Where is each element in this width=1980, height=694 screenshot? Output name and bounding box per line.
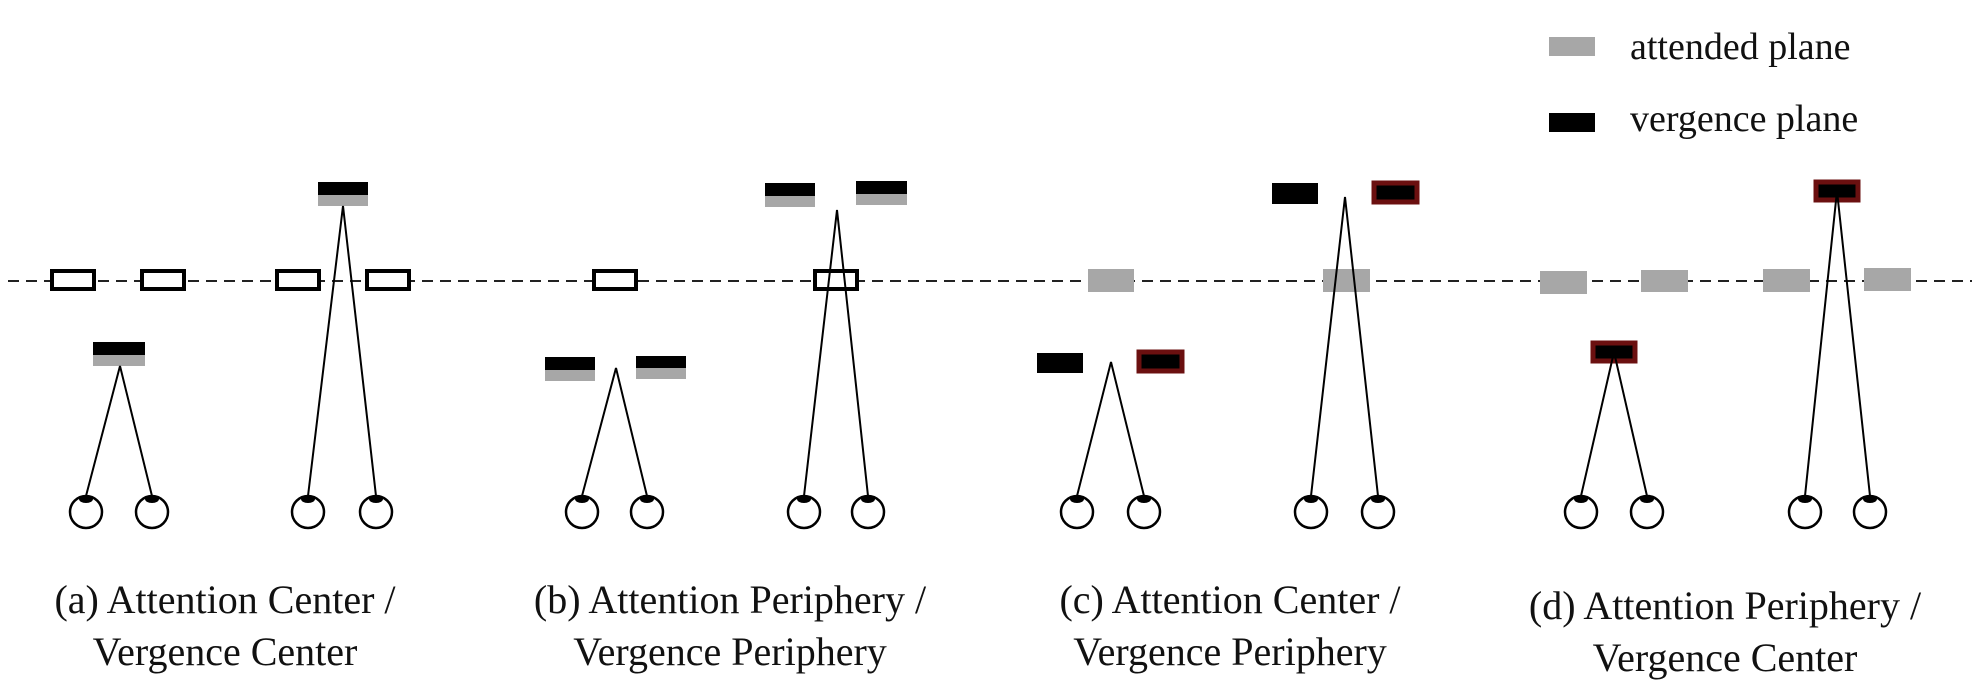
- vergence-plane: [1272, 183, 1318, 204]
- vergence-plane: [1037, 353, 1083, 373]
- sight-lines: [803, 209, 869, 497]
- legend-label-attended: attended plane: [1630, 26, 1851, 68]
- outline-plane: [813, 269, 859, 291]
- legend-swatch-vergence: [1549, 113, 1595, 132]
- pupil-icon: [1304, 495, 1318, 503]
- attended-plane: [545, 370, 595, 381]
- vergence-plane: [636, 356, 686, 368]
- pupil-icon: [1640, 495, 1654, 503]
- pupil-icon: [640, 495, 654, 503]
- pupil-icon: [79, 495, 93, 503]
- pupil-icon: [861, 495, 875, 503]
- sight-lines: [1804, 190, 1871, 497]
- pupil-icon: [1798, 495, 1812, 503]
- caption-c-line2: Vergence Periphery: [1073, 629, 1387, 674]
- attended-plane: [1323, 269, 1370, 292]
- pupil-icon: [1863, 495, 1877, 503]
- pupil-icon: [575, 495, 589, 503]
- panel-d: [1540, 179, 1911, 497]
- attended-plane: [93, 355, 145, 366]
- attended-plane: [318, 195, 368, 206]
- sight-lines: [307, 205, 377, 497]
- pupil-icon: [1137, 495, 1151, 503]
- eye-icons: [68, 494, 1888, 530]
- outline-plane: [275, 269, 321, 291]
- sight-lines: [1310, 196, 1379, 497]
- panel-c: [1037, 180, 1420, 497]
- caption-c: (c) Attention Center / Vergence Peripher…: [1030, 574, 1430, 678]
- caption-b-line1: (b) Attention Periphery /: [533, 577, 927, 622]
- highlighted-vergence-plane: [1371, 180, 1420, 205]
- vergence-plane: [93, 342, 145, 355]
- vergence-plane: [856, 181, 907, 194]
- pupil-icon: [1371, 495, 1385, 503]
- outline-plane: [592, 269, 638, 291]
- caption-d-line2: Vergence Center: [1592, 635, 1858, 680]
- highlighted-vergence-plane: [1136, 349, 1185, 374]
- vergence-plane: [765, 183, 815, 196]
- vergence-plane: [545, 357, 595, 370]
- attended-plane: [1088, 269, 1134, 292]
- caption-d-line1: (d) Attention Periphery /: [1528, 583, 1922, 628]
- caption-b-line2: Vergence Periphery: [573, 629, 887, 674]
- caption-d: (d) Attention Periphery / Vergence Cente…: [1490, 580, 1960, 684]
- panel-b: [545, 181, 907, 497]
- panel-a: [50, 182, 411, 497]
- caption-a-line2: Vergence Center: [92, 629, 358, 674]
- caption-a: (a) Attention Center / Vergence Center: [30, 574, 420, 678]
- outline-plane: [140, 269, 186, 291]
- pupil-icon: [1574, 495, 1588, 503]
- attended-plane: [1763, 269, 1810, 292]
- sight-lines: [1076, 361, 1145, 497]
- pupil-icon: [797, 495, 811, 503]
- attended-plane: [765, 196, 815, 207]
- vergence-plane: [318, 182, 368, 195]
- sight-lines: [85, 365, 153, 497]
- pupil-icon: [145, 495, 159, 503]
- caption-b: (b) Attention Periphery / Vergence Perip…: [495, 574, 965, 678]
- sight-lines: [1580, 351, 1648, 497]
- pupil-icon: [1070, 495, 1084, 503]
- legend-swatch-attended: [1549, 37, 1595, 56]
- attended-plane: [636, 368, 686, 379]
- legend-label-vergence: vergence plane: [1630, 98, 1859, 140]
- sight-lines: [581, 367, 648, 497]
- attended-plane: [856, 194, 907, 205]
- attended-plane: [1540, 271, 1587, 294]
- attended-plane: [1864, 268, 1911, 291]
- outline-plane: [50, 269, 96, 291]
- pupil-icon: [301, 495, 315, 503]
- caption-c-line1: (c) Attention Center /: [1059, 577, 1401, 622]
- attended-plane: [1641, 270, 1688, 292]
- outline-plane: [365, 269, 411, 291]
- pupil-icon: [369, 495, 383, 503]
- caption-a-line1: (a) Attention Center /: [54, 577, 396, 622]
